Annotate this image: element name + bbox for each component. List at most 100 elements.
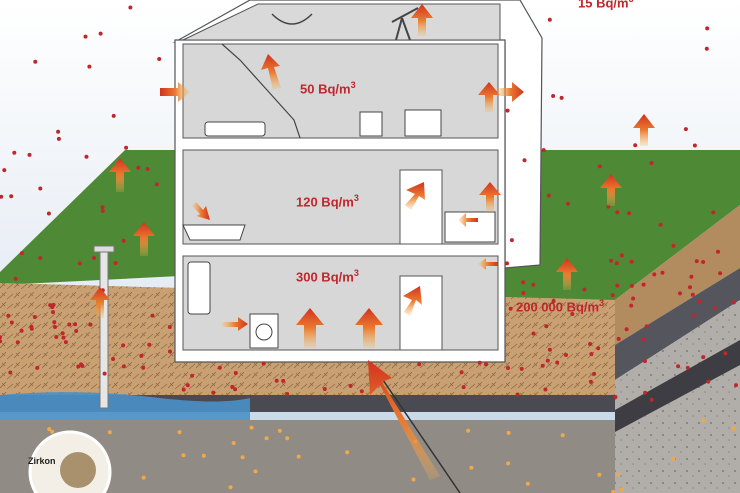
radon-dot — [61, 335, 66, 340]
radon-dot — [629, 303, 634, 308]
arrow-top-stairs — [261, 54, 281, 90]
radon-dot — [6, 313, 11, 318]
basement-concentration: 300 Bq/m3 — [296, 268, 359, 285]
radon-dot — [615, 283, 620, 288]
radon-dot — [711, 210, 716, 215]
radon-dot — [92, 256, 96, 260]
radon-dot — [74, 329, 79, 333]
radon-dot — [181, 453, 186, 458]
radon-dot — [689, 274, 694, 279]
grass-left — [0, 150, 200, 285]
radon-dot — [731, 300, 736, 305]
radon-dot — [77, 261, 82, 266]
radon-dot — [643, 390, 648, 395]
radon-dot — [277, 428, 282, 433]
radon-dot — [505, 261, 509, 266]
radon-dot — [76, 364, 81, 369]
door-middle — [399, 169, 443, 245]
arrow-middle-kitchen — [479, 182, 501, 212]
radon-dot — [546, 193, 551, 198]
radon-dot — [9, 194, 14, 199]
arrow-ground-right-2 — [600, 174, 622, 206]
radon-dot — [660, 270, 665, 275]
radon-dot — [613, 395, 618, 399]
radon-dot — [701, 418, 705, 423]
radon-dot — [73, 322, 78, 327]
radon-dot — [150, 313, 155, 318]
radon-dot — [506, 461, 511, 466]
stairs-top — [221, 43, 301, 139]
arrow-soil-well — [90, 287, 110, 318]
radon-dot — [466, 428, 471, 433]
room-basement — [182, 255, 499, 351]
radon-dot — [615, 210, 620, 215]
radon-dot — [141, 475, 146, 480]
nightstand — [359, 111, 383, 137]
radon-dot — [678, 291, 682, 296]
middle-floor-concentration: 120 Bq/m3 — [296, 193, 359, 210]
radon-dot — [111, 113, 116, 118]
radon-dot — [521, 280, 526, 285]
radon-dot — [616, 336, 621, 341]
radon-dot — [544, 324, 549, 329]
radon-dot — [697, 299, 702, 304]
radon-dot — [688, 285, 692, 290]
arrow-ground-left-1 — [109, 158, 131, 192]
radon-dot — [627, 211, 632, 216]
radon-dot — [154, 182, 159, 187]
radon-dot — [139, 353, 144, 358]
grass-right — [500, 150, 740, 300]
radon-dot — [525, 481, 530, 486]
radon-dot — [100, 209, 105, 213]
ground-concentration: 200 000 Bq/m3 — [516, 298, 605, 315]
radon-dot — [168, 349, 172, 354]
radon-dot — [676, 364, 681, 369]
radon-dot — [249, 425, 254, 430]
radon-dot — [48, 303, 53, 308]
well-cap — [93, 245, 115, 253]
radon-dot — [33, 59, 38, 64]
radon-dot — [38, 256, 43, 260]
radon-dot — [692, 313, 697, 318]
radon-dot — [716, 249, 720, 254]
radon-dot — [98, 31, 103, 36]
radon-dot — [228, 485, 233, 490]
radon-dot — [706, 379, 711, 384]
radon-dot — [570, 312, 575, 316]
dark-layer-side — [615, 268, 740, 380]
radon-dot — [50, 429, 55, 434]
radon-dot — [643, 359, 647, 364]
arrow-ground-right-3 — [633, 114, 655, 146]
radon-dot — [15, 340, 20, 345]
radon-dot — [411, 477, 416, 482]
radon-dot — [38, 186, 43, 191]
radon-dot — [506, 366, 510, 370]
radon-dot — [566, 201, 570, 206]
radon-dot — [555, 360, 560, 365]
radon-dot — [136, 165, 141, 170]
radon-dot — [588, 379, 593, 384]
radon-dot — [509, 238, 514, 243]
radon-dot — [253, 469, 258, 474]
radon-dot — [671, 243, 676, 248]
radon-dot — [13, 276, 18, 281]
radon-dot — [619, 253, 624, 258]
arrow-middle-door — [405, 182, 425, 210]
radon-dot — [145, 166, 150, 171]
radon-dot — [683, 127, 688, 132]
zirkon-label: Zirkon — [28, 456, 56, 466]
radon-dot — [649, 397, 654, 402]
radon-dot — [545, 358, 550, 363]
radon-dot — [147, 342, 152, 347]
radon-dot — [484, 362, 488, 367]
radon-dot — [274, 378, 279, 383]
radon-dot — [121, 343, 126, 348]
arrow-ground-left-2 — [133, 222, 155, 256]
radon-dot — [469, 465, 474, 470]
dark-band-2 — [615, 340, 740, 432]
radon-flow-arrows — [90, 4, 655, 480]
radon-dot — [649, 161, 654, 165]
radon-dot — [217, 365, 222, 370]
radon-dot — [522, 158, 527, 163]
radon-dot — [690, 292, 695, 297]
